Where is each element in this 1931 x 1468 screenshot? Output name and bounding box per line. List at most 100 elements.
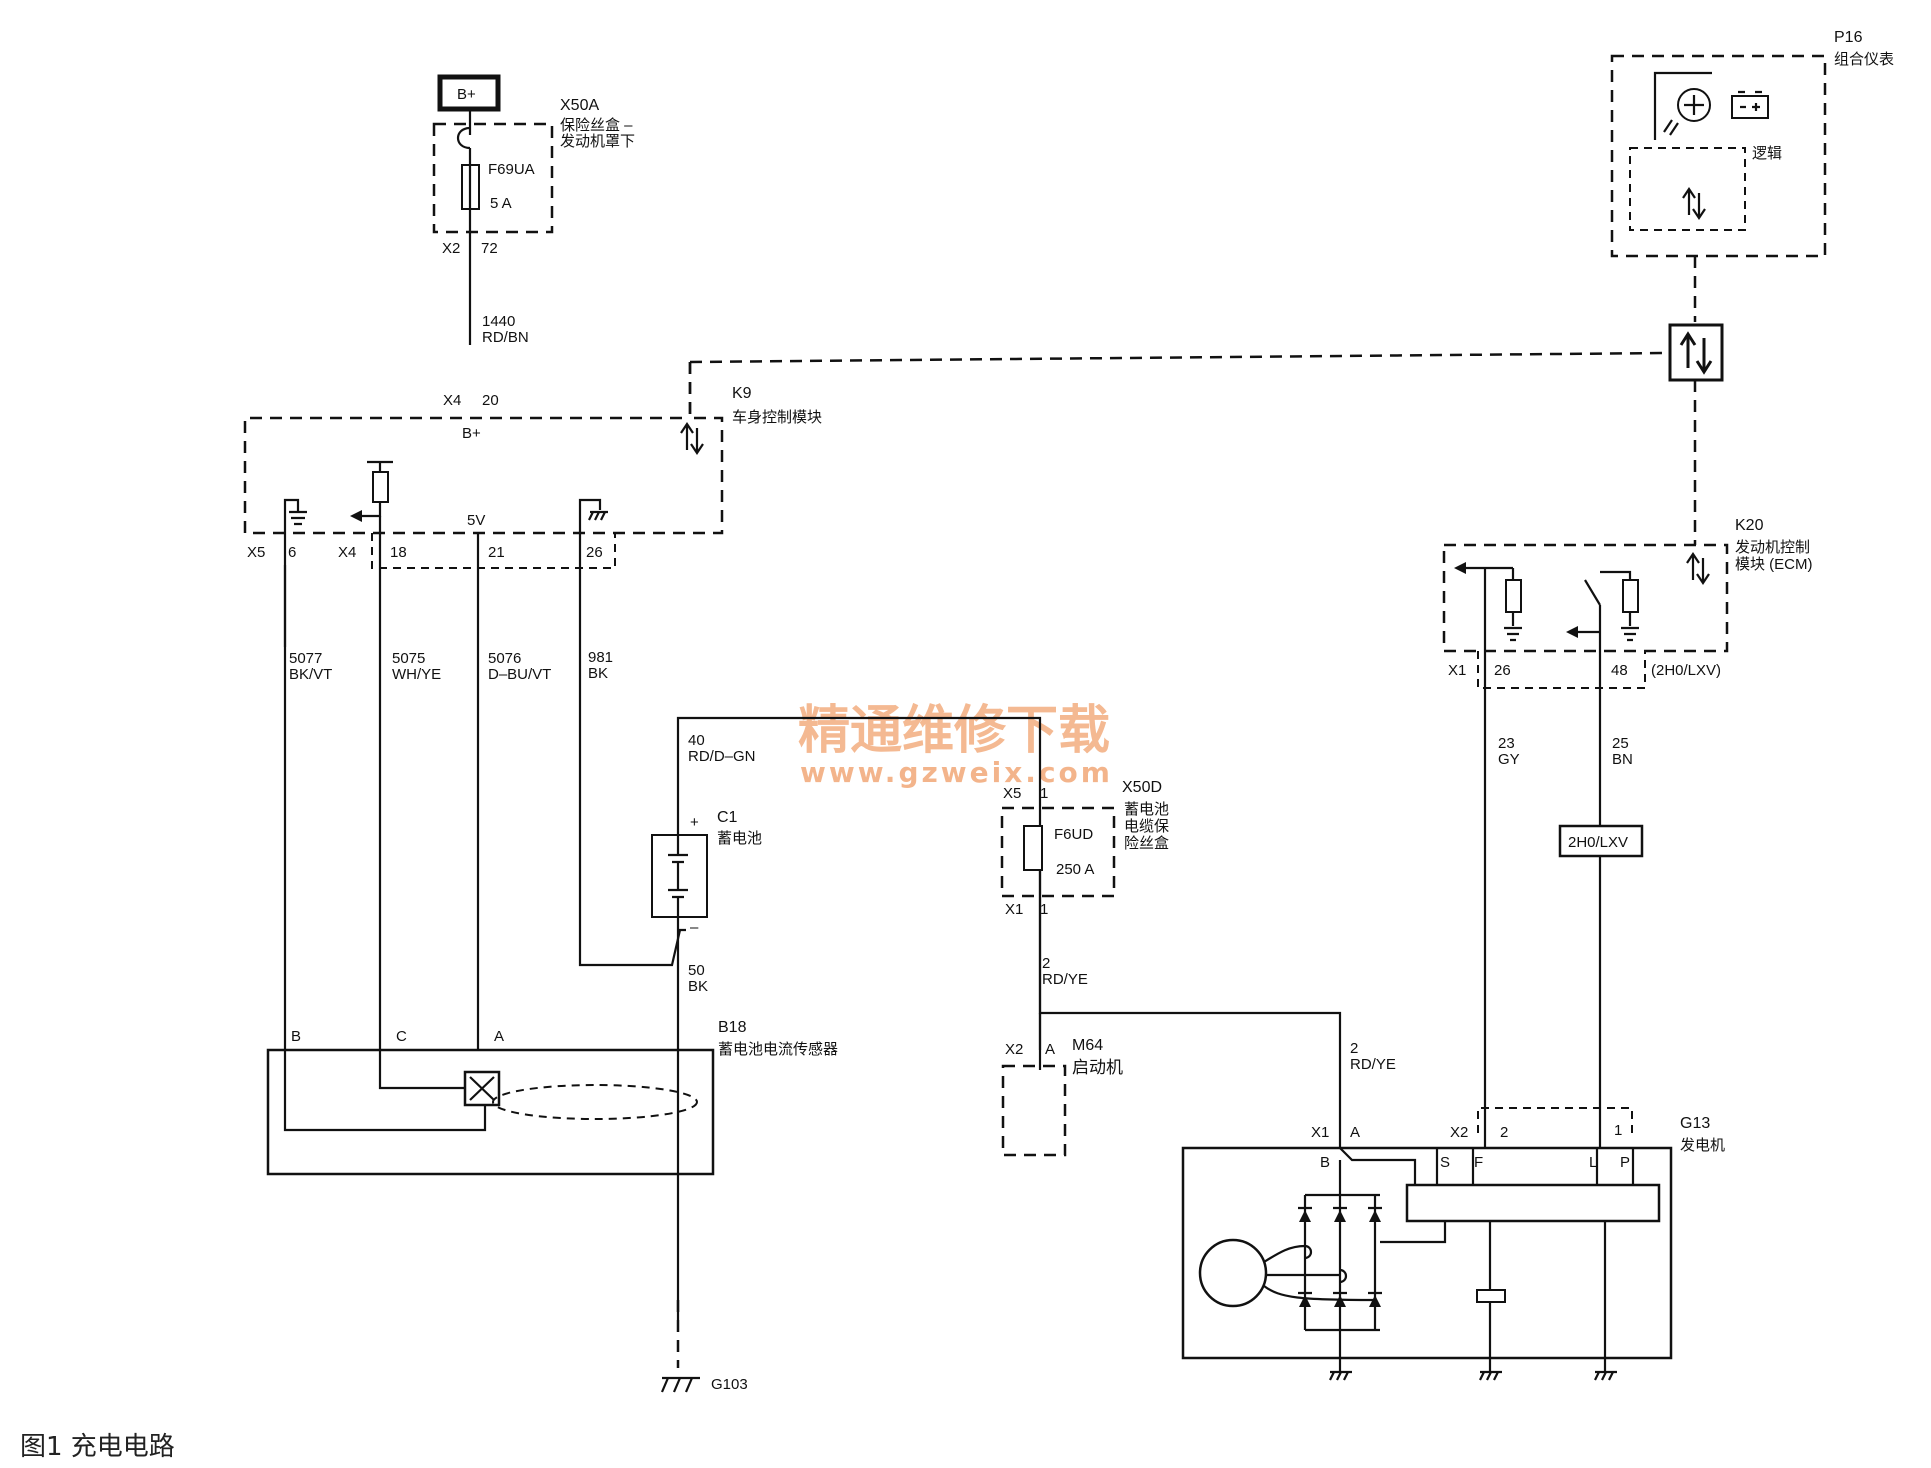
b18-pin-c: C [396,1028,407,1045]
option-box: 2H0/LXV [1558,824,1644,858]
x50d-name-2: 电缆保 [1124,818,1169,835]
x50d-rating: 250 A [1056,861,1094,878]
wire-25-color: BN [1612,751,1633,768]
module-k9: X4 20 B+ K9 车身控制模块 5V X5 6 X4 18 [243,362,822,647]
ground-g103-icon [660,1376,700,1393]
bidirectional-arrow-icon [1686,552,1710,585]
switch-resistor-icon [1566,570,1639,642]
wire-2b-num: 2 [1350,1040,1358,1057]
g13-conn-x2: X2 [1450,1124,1468,1141]
fuse-f6ud-icon [1023,825,1043,871]
k9-pin-26: 26 [586,544,603,561]
wire-5077-color: BK/VT [289,666,332,683]
resistor-icon [1454,562,1522,642]
g13-id: G13 [1680,1115,1710,1132]
ground-icon [1329,1370,1617,1381]
g13-pin-a: A [1350,1124,1360,1141]
pullup-resistor-icon [350,460,393,522]
x50a-conn: X2 [442,240,460,257]
m64-name: 启动机 [1072,1058,1123,1077]
b18-pin-a: A [494,1028,504,1045]
option-box-label: 2H0/LXV [1568,834,1628,851]
x50d-fuse: F6UD [1054,826,1093,843]
k20-pin-48: 48 [1611,662,1628,679]
wire-50-color: BK [688,978,708,995]
low-reference-icon [578,498,608,540]
k9-pin-top: 20 [482,392,499,409]
wire-40-num: 40 [688,732,705,749]
c1-plus: + [690,814,699,831]
k9-pin-6: 6 [288,544,296,561]
g13-pin-2: 2 [1500,1124,1508,1141]
k20-conn: X1 [1448,662,1466,679]
battery-c1: + – C1 蓄电池 [651,716,1042,1320]
wire-5076-color: D–BU/VT [488,666,551,683]
stator-winding-icon [1198,1238,1376,1308]
wire-40-color: RD/D–GN [688,748,756,765]
g13-term-s: S [1440,1154,1450,1171]
generator-g13: X1 A X2 2 1 G13 发电机 B S F L P [1181,1107,1725,1381]
x50d-name-3: 险丝盒 [1124,835,1169,852]
module-p16: 逻辑 P16 组合仪表 [1610,29,1894,258]
wire-2a-num: 2 [1042,955,1050,972]
p16-logic: 逻辑 [1752,145,1782,162]
x50d-pin-top: 1 [1040,785,1048,802]
wire-1440-num: 1440 [482,313,515,330]
current-sensor-b18: B C A B18 蓄电池电流传感器 [266,1019,838,1176]
x50a-id: X50A [560,97,599,114]
battery-warning-icon [1731,90,1769,119]
p16-id: P16 [1834,29,1863,46]
p16-name: 组合仪表 [1834,51,1894,68]
c1-minus: – [690,919,699,936]
k20-pin-26: 26 [1494,662,1511,679]
wire-23-num: 23 [1498,735,1515,752]
g13-pin-1: 1 [1614,1122,1622,1139]
x50d-name-1: 蓄电池 [1124,801,1169,818]
b18-pin-b: B [291,1028,301,1045]
fuse-box-x50a: X50A 保险丝盒 – 发动机罩下 F69UA 5 A X2 72 [432,97,635,345]
k9-5v: 5V [467,512,485,529]
k9-conn-top: X4 [443,392,461,409]
g13-term-p: P [1620,1154,1630,1171]
k20-name-2: 模块 (ECM) [1735,556,1813,573]
c1-name: 蓄电池 [717,830,762,847]
wire-1440-color: RD/BN [482,329,529,346]
bplus-label: B+ [457,86,476,103]
wire-5075-num: 5075 [392,650,425,667]
ground-icon [283,498,307,647]
m64-id: M64 [1072,1037,1103,1054]
k9-pin-18: 18 [390,544,407,561]
wire-5076-num: 5076 [488,650,521,667]
g13-term-b: B [1320,1154,1330,1171]
k9-name: 车身控制模块 [732,409,822,426]
x50a-name-2: 发动机罩下 [560,133,635,150]
bplus-source: B+ [437,74,501,112]
g13-term-f: F [1474,1154,1483,1171]
x50d-id: X50D [1122,779,1162,796]
wire-25-num: 25 [1612,735,1629,752]
wire-981-color: BK [588,665,608,682]
x50d-pin-bot: 1 [1040,901,1048,918]
g13-name: 发电机 [1680,1137,1725,1154]
module-k20: K20 发动机控制 模块 (ECM) X1 26 48 (2H0/LXV) [1442,517,1813,689]
watermark-title: 精通维修下载 [798,701,1110,761]
fuse-box-x50d: X5 1 F6UD 250 A X50D 蓄电池 电缆保 险丝盒 X1 1 [1000,779,1169,918]
x50a-rating: 5 A [490,195,512,212]
wire-981 [578,540,686,967]
wire-50-num: 50 [688,962,705,979]
g13-conn-x1: X1 [1311,1124,1329,1141]
starter-m64: X2 A M64 启动机 [1001,1037,1123,1157]
bidirectional-arrow-icon [1682,187,1706,220]
figure-caption: 图1 充电电路 [20,1432,175,1462]
gateway-comm-icon [1668,323,1724,382]
x50d-conn-top: X5 [1003,785,1021,802]
k20-name-1: 发动机控制 [1735,539,1810,556]
b18-id: B18 [718,1019,747,1036]
k20-option: (2H0/LXV) [1651,662,1721,679]
k9-conn-x4: X4 [338,544,356,561]
wire-5077-num: 5077 [289,650,322,667]
wire-2a-color: RD/YE [1042,971,1088,988]
g13-term-l: L [1589,1154,1597,1171]
wire-5077 [283,565,487,1132]
